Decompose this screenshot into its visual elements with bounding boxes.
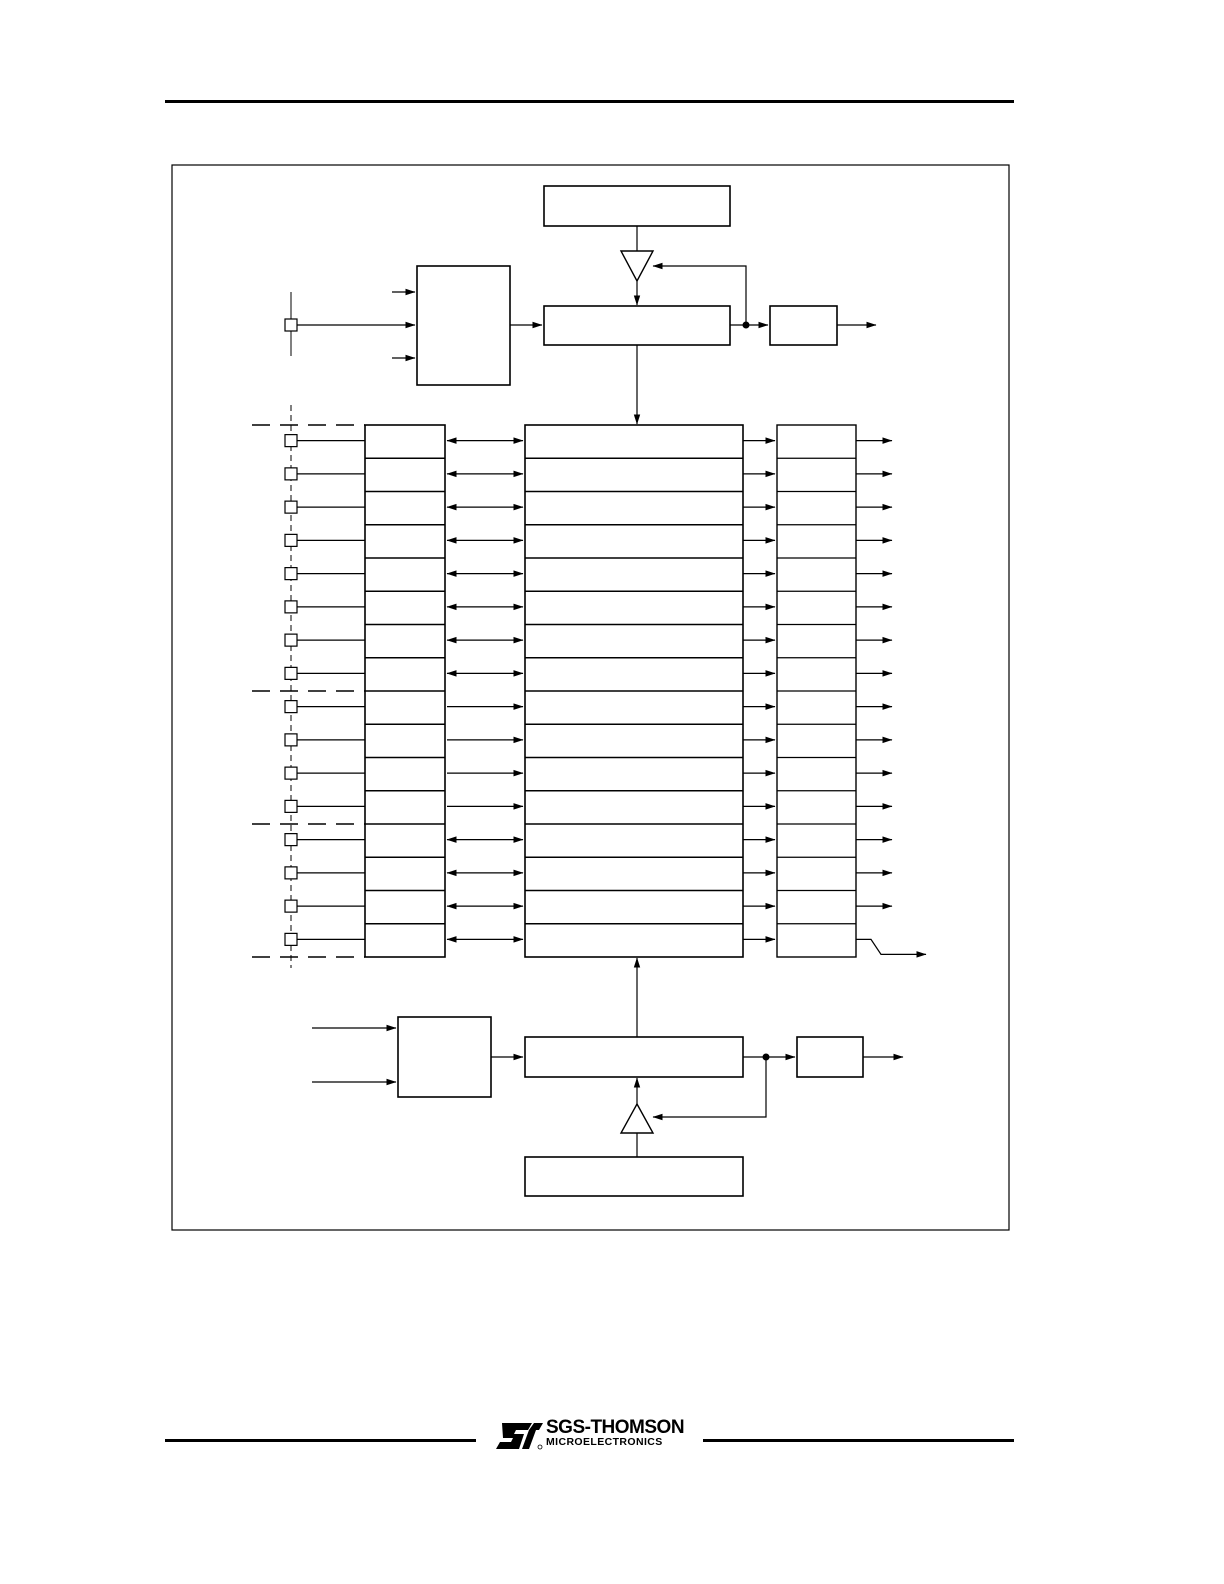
io-pin [284, 833, 298, 847]
io-pin [284, 766, 298, 780]
logo-brand-name: SGS-THOMSON [546, 1417, 685, 1438]
st-logo-icon [496, 1423, 543, 1450]
bottom-output-block [796, 1036, 864, 1078]
top-reload-register [543, 185, 731, 227]
io-pin [284, 899, 298, 913]
register-bank [252, 405, 927, 968]
bottom-counter-register [524, 1036, 744, 1078]
top-counter-register [543, 305, 731, 346]
footer-rule-right [703, 1439, 1014, 1442]
logo-subtitle: MICROELECTRONICS [546, 1436, 663, 1448]
io-pin [284, 932, 298, 946]
io-pin [284, 434, 298, 448]
top-buffer-triangle [619, 250, 655, 283]
io-pin [284, 866, 298, 880]
io-pin [284, 500, 298, 514]
top-clock-pin [284, 318, 298, 332]
header-rule [165, 100, 1014, 103]
top-clock-select-block [416, 265, 511, 386]
top-output-block [769, 305, 838, 346]
io-pin [284, 700, 298, 714]
bottom-reload-register [524, 1156, 744, 1197]
io-pin [284, 467, 298, 481]
io-pin [284, 600, 298, 614]
bottom-clock-select-block [397, 1016, 492, 1098]
company-logo: SGS-THOMSON MICROELECTRONICS [494, 1417, 690, 1454]
diagram-frame [171, 164, 1010, 1231]
footer-rule-left [165, 1439, 476, 1442]
output-arrow-bent [856, 938, 927, 958]
io-pin [284, 633, 298, 647]
io-pin [284, 533, 298, 547]
io-pin [284, 733, 298, 747]
io-pin [284, 799, 298, 813]
io-pin [284, 666, 298, 680]
bottom-buffer-triangle [619, 1102, 655, 1134]
io-pin [284, 567, 298, 581]
